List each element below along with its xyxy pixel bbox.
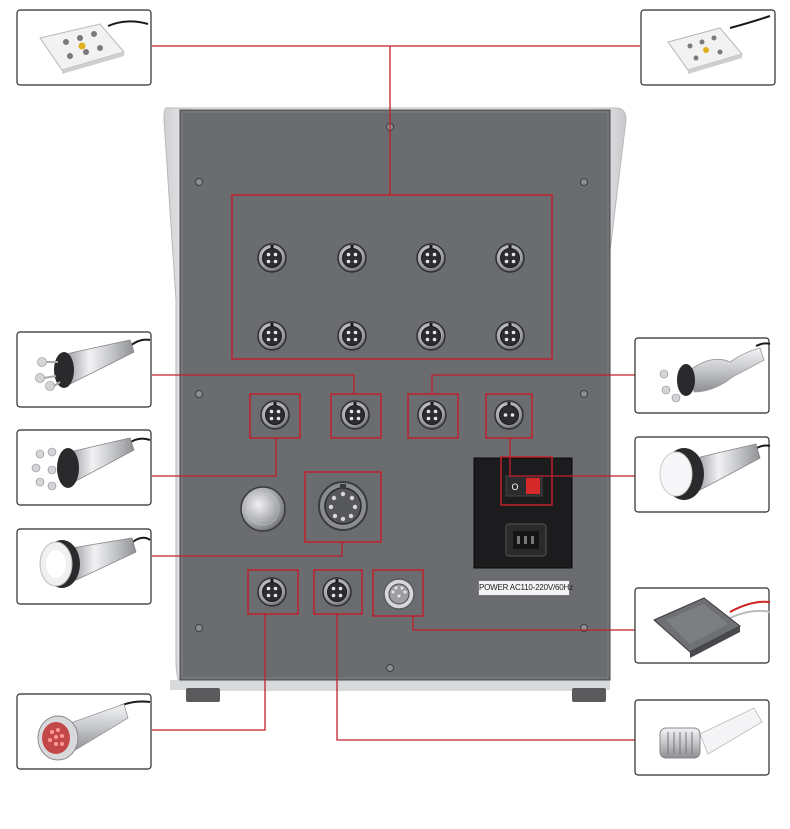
din-connector [383,578,415,610]
led-photon-handpiece [37,700,151,761]
callout-lines [152,45,640,741]
connector-row-middle [260,400,524,430]
aviation-connector-middle-2 [340,400,370,430]
tripolar-rf-handpiece [35,338,151,391]
control-knob [240,486,286,532]
rf-pad-handpiece-top-right [667,15,771,74]
hexapolar-rf-handpiece [31,437,151,491]
device-feet [186,688,606,702]
aviation-connector-bottom-1 [257,577,287,607]
panel-screws [195,123,588,672]
aviation-connector-bottom-2 [322,577,352,607]
electrode-pad [653,597,771,658]
cold-hammer-handpiece [659,707,763,759]
cavitation-handpiece-right [659,443,771,500]
aviation-connector-middle-3 [417,400,447,430]
aviation-connector-top-5 [257,321,287,351]
aviation-connector-top-7 [416,321,446,351]
power-rating-label: POWER AC110-220V/60Hz [478,580,573,596]
aviation-connector-top-4 [495,243,525,273]
connector-row-bottom [257,577,352,607]
connector-grid-top [257,243,525,351]
aviation-connector-top-8 [495,321,525,351]
aviation-connector-top-6 [337,321,367,351]
highlight-boxes [231,194,553,617]
bipolar-rf-handpiece [659,342,771,403]
aviation-connector-top-3 [416,243,446,273]
cavitation-handpiece-left [39,536,151,588]
aviation-connector-middle-1 [260,400,290,430]
power-module: O [473,457,573,569]
aviation-connector-middle-4 [494,400,524,430]
aviation-connector-top-2 [337,243,367,273]
rf-pad-handpiece-top-left [39,20,149,74]
switch-o-mark: O [511,482,518,492]
large-8-pin-connector [318,481,368,531]
aviation-connector-top-1 [257,243,287,273]
